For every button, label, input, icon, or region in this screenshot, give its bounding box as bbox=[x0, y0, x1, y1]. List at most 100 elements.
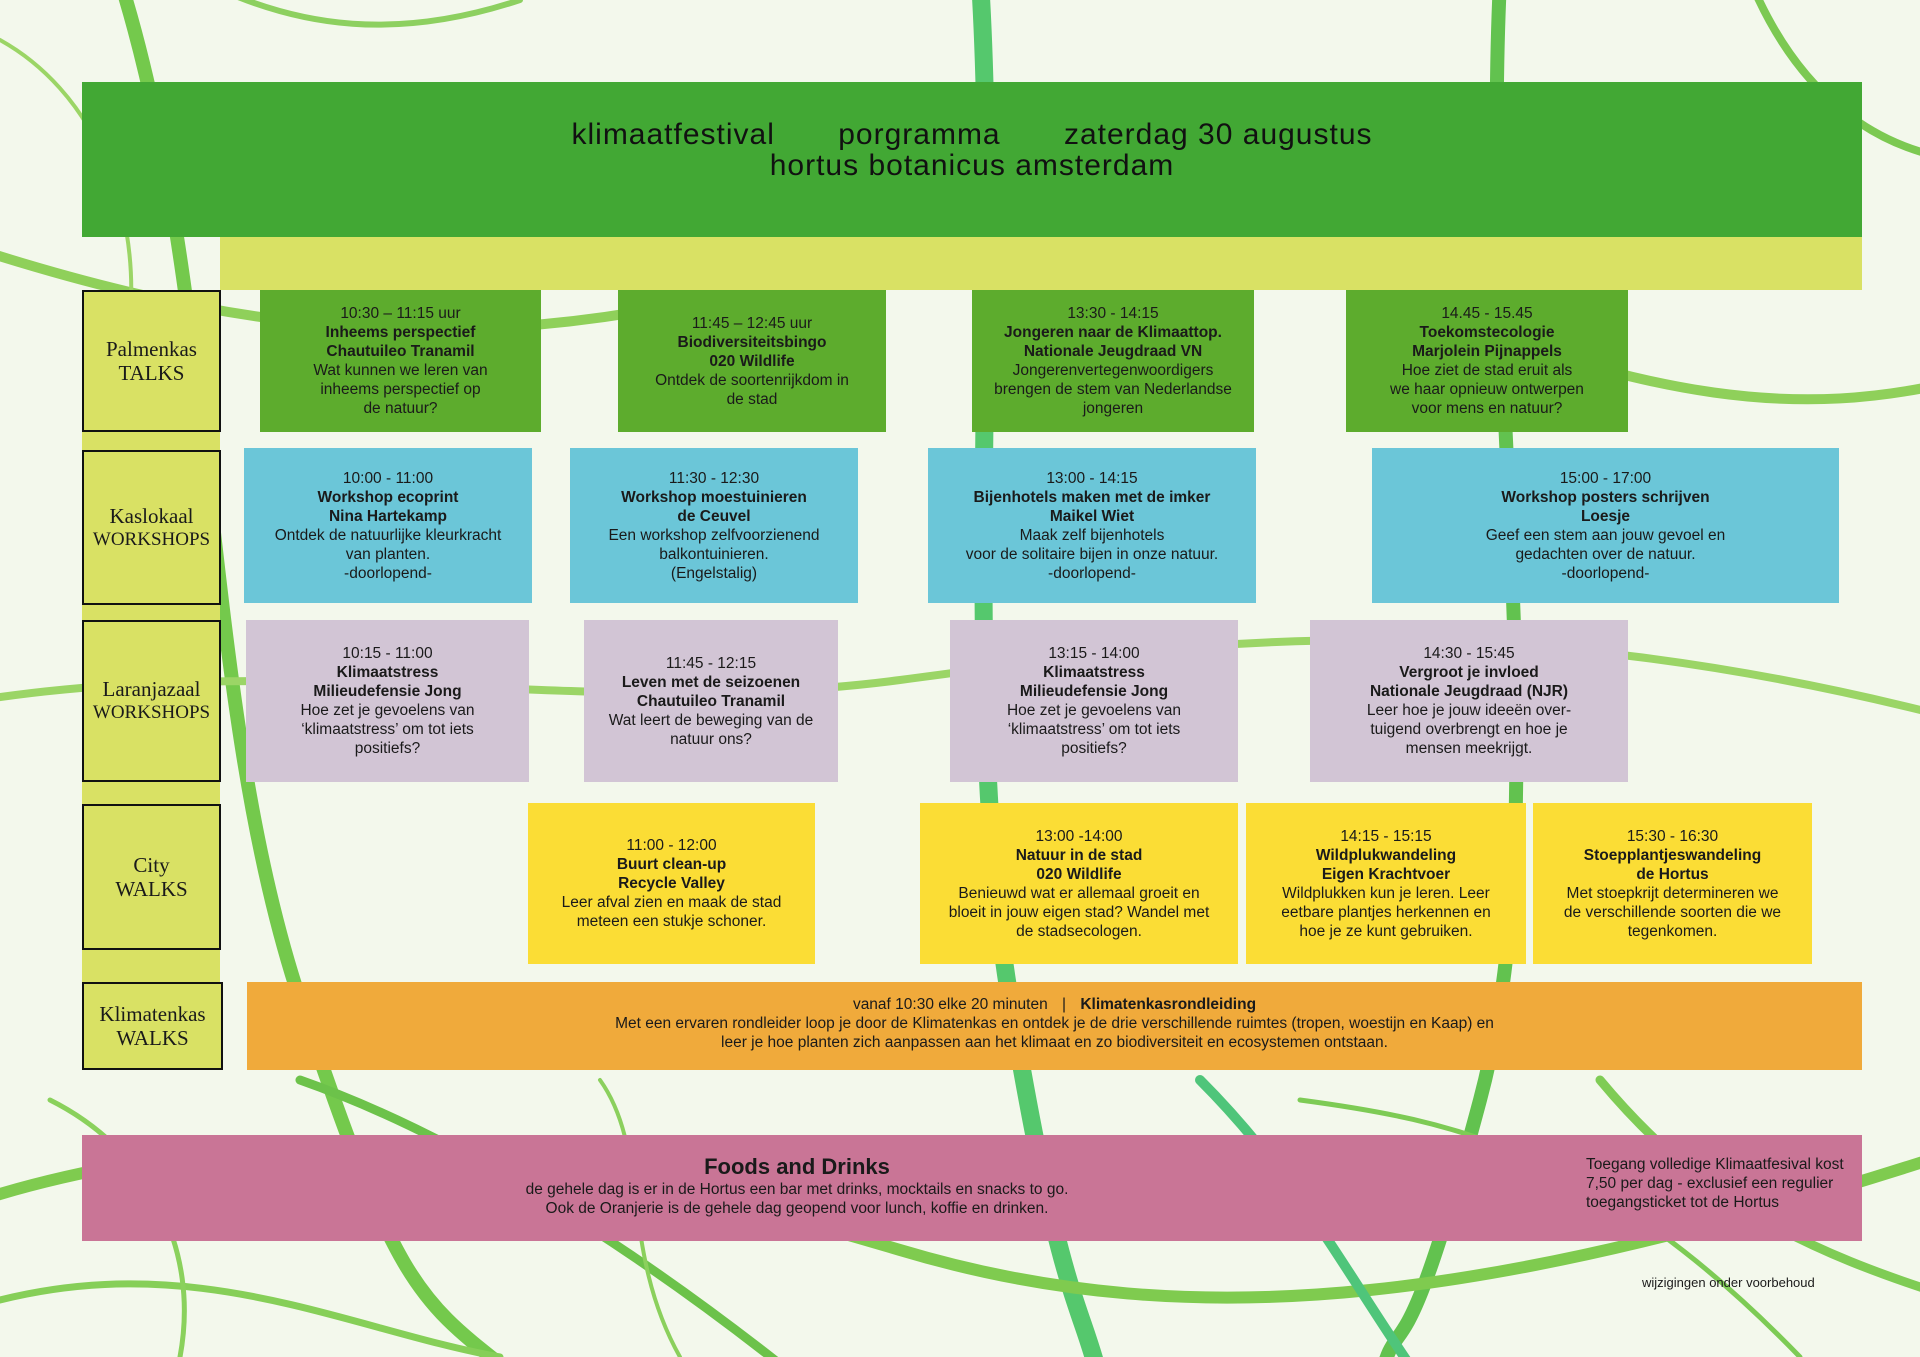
festival-title: klimaatfestival porgramma zaterdag 30 au… bbox=[82, 118, 1862, 152]
session-speaker: Chautuileo Tranamil bbox=[636, 692, 786, 710]
talk-session-card: 14.45 - 15.45 Toekomstecologie Marjolein… bbox=[1346, 290, 1628, 432]
session-time: 11:30 - 12:30 bbox=[668, 469, 760, 487]
header-strip bbox=[220, 237, 1862, 290]
session-time: 13:00 - 14:15 bbox=[1046, 469, 1138, 487]
klimatenkas-tour-bar: vanaf 10:30 elke 20 minuten | Klimatenka… bbox=[247, 982, 1862, 1070]
walk-session-card: 11:00 - 12:00 Buurt clean-up Recycle Val… bbox=[528, 803, 815, 964]
session-desc-line: Leer hoe je jouw ideeën over- bbox=[1366, 702, 1572, 719]
room-name: City bbox=[133, 853, 170, 877]
session-title: Leven met de seizoenen bbox=[621, 673, 801, 691]
session-desc-line: Hoe ziet de stad eruit als bbox=[1401, 362, 1573, 379]
session-title: Toekomstecologie bbox=[1419, 324, 1555, 341]
session-desc-line: Maak zelf bijenhotels bbox=[1019, 526, 1165, 544]
session-time: 11:00 - 12:00 bbox=[626, 837, 717, 854]
room-kaslokaal-workshops: Kaslokaal WORKSHOPS bbox=[82, 450, 221, 605]
session-desc-line: Leer afval zien en maak de stad bbox=[561, 894, 782, 911]
admission-note-line: toegangsticket tot de Hortus bbox=[1586, 1194, 1780, 1211]
session-desc-line: jongeren bbox=[1082, 400, 1144, 417]
tour-when: vanaf 10:30 elke 20 minuten bbox=[852, 996, 1048, 1013]
room-type: WORKSHOPS bbox=[92, 528, 211, 550]
session-desc-line: ‘klimaatstress’ om tot iets bbox=[1007, 721, 1181, 738]
room-type: WORKSHOPS bbox=[92, 702, 211, 723]
session-time: 14:30 - 15:45 bbox=[1423, 645, 1515, 662]
session-speaker: Nationale Jeugdraad VN bbox=[1023, 343, 1203, 360]
room-type: WALKS bbox=[116, 1026, 189, 1050]
session-desc-line: bloeit in jouw eigen stad? Wandel met bbox=[948, 903, 1210, 921]
room-type: WALKS bbox=[115, 877, 188, 901]
session-time: 15:00 - 17:00 bbox=[1559, 469, 1652, 487]
room-palmenkas-talks: Palmenkas TALKS bbox=[82, 290, 221, 432]
session-time: 10:15 - 11:00 bbox=[342, 645, 433, 662]
session-speaker: Milieudefensie Jong bbox=[313, 683, 462, 700]
session-desc-line: de natuur? bbox=[363, 400, 438, 417]
admission-note-line: 7,50 per dag - exclusief een regulier bbox=[1586, 1175, 1834, 1192]
session-speaker: Recycle Valley bbox=[618, 875, 725, 892]
title-date: zaterdag 30 augustus bbox=[1063, 118, 1373, 151]
session-time: 10:30 – 11:15 uur bbox=[340, 305, 461, 322]
session-title: Natuur in de stad bbox=[1015, 846, 1143, 864]
session-desc-line: tegenkomen. bbox=[1627, 922, 1718, 940]
session-desc-line: gedachten over de natuur. bbox=[1515, 545, 1696, 563]
room-name: Laranjazaal bbox=[102, 677, 201, 701]
session-speaker: de Hortus bbox=[1636, 865, 1709, 883]
session-desc-line: ‘klimaatstress’ om tot iets bbox=[301, 721, 474, 738]
session-desc-line: tuigend overbrengt en hoe je bbox=[1370, 721, 1568, 738]
session-desc-line: de stad bbox=[726, 390, 778, 408]
header-banner: klimaatfestival porgramma zaterdag 30 au… bbox=[82, 82, 1862, 237]
session-desc-line: inheems perspectief op bbox=[320, 381, 481, 398]
session-title: Klimaatstress bbox=[1043, 664, 1145, 681]
session-desc-line: positiefs? bbox=[1061, 740, 1127, 757]
workshop-session-card: 13:15 - 14:00 Klimaatstress Milieudefens… bbox=[950, 620, 1238, 782]
session-speaker: 020 Wildlife bbox=[1036, 865, 1122, 883]
tour-heading: vanaf 10:30 elke 20 minuten | Klimatenka… bbox=[247, 995, 1862, 1014]
session-desc-line: Wat leert de beweging van de bbox=[608, 711, 814, 729]
session-desc-line: eetbare plantjes herkennen en bbox=[1281, 903, 1491, 921]
room-name: Kaslokaal bbox=[109, 503, 194, 528]
session-title: Jongeren naar de Klimaattop. bbox=[1004, 324, 1222, 341]
food-drinks-bar: Foods and Drinks de gehele dag is er in … bbox=[82, 1135, 1862, 1241]
food-title: Foods and Drinks bbox=[704, 1154, 890, 1179]
session-speaker: Eigen Krachtvoer bbox=[1321, 865, 1451, 883]
venue-subtitle: hortus botanicus amsterdam bbox=[769, 149, 1175, 182]
session-desc-line: de verschillende soorten die we bbox=[1563, 903, 1782, 921]
talk-session-card: 13:30 - 14:15 Jongeren naar de Klimaatto… bbox=[972, 290, 1254, 432]
talk-session-card: 10:30 – 11:15 uur Inheems perspectief Ch… bbox=[260, 290, 541, 432]
walk-session-card: 14:15 - 15:15 Wildplukwandeling Eigen Kr… bbox=[1246, 803, 1526, 964]
session-time: 11:45 – 12:45 uur bbox=[691, 314, 813, 332]
session-desc-line: Wat kunnen we leren van bbox=[313, 362, 488, 379]
session-desc-line: Hoe zet je gevoelens van bbox=[300, 702, 475, 719]
session-speaker: Marjolein Pijnappels bbox=[1412, 343, 1562, 360]
session-desc-line: Een workshop zelfvoorzienend bbox=[608, 526, 820, 544]
session-desc-line: Met stoepkrijt determineren we bbox=[1566, 884, 1779, 902]
workshop-session-card: 11:45 - 12:15 Leven met de seizoenen Cha… bbox=[584, 620, 838, 782]
workshop-session-card: 15:00 - 17:00 Workshop posters schrijven… bbox=[1372, 448, 1839, 603]
session-desc-line: Ontdek de soortenrijkdom in bbox=[655, 371, 849, 389]
session-time: 13:30 - 14:15 bbox=[1067, 305, 1159, 322]
session-title: Buurt clean-up bbox=[616, 856, 727, 873]
food-desc-line: de gehele dag is er in de Hortus een bar… bbox=[525, 1181, 1069, 1198]
session-desc-line: natuur ons? bbox=[670, 730, 752, 748]
session-time: 11:45 - 12:15 bbox=[665, 654, 757, 672]
session-desc-line: we haar opnieuw ontwerpen bbox=[1390, 381, 1584, 398]
session-speaker: Nationale Jeugdraad (NJR) bbox=[1369, 683, 1569, 700]
session-title: Biodiversiteitsbingo bbox=[677, 333, 827, 351]
session-desc-line: positiefs? bbox=[354, 740, 421, 757]
session-desc-line: Benieuwd wat er allemaal groeit en bbox=[958, 884, 1200, 902]
food-info: Foods and Drinks de gehele dag is er in … bbox=[82, 1154, 1512, 1218]
session-speaker: Milieudefensie Jong bbox=[1019, 683, 1169, 700]
session-desc-line: balkontuinieren. bbox=[659, 545, 769, 563]
session-speaker: Loesje bbox=[1580, 507, 1631, 525]
session-desc-line: mensen meekrijgt. bbox=[1405, 740, 1533, 757]
room-name: Palmenkas bbox=[106, 337, 197, 361]
food-desc-line: Ook de Oranjerie is de gehele dag geopen… bbox=[545, 1200, 1049, 1217]
session-desc-line: voor mens en natuur? bbox=[1411, 400, 1563, 417]
admission-note: Toegang volledige Klimaatfesival kost 7,… bbox=[1586, 1155, 1866, 1212]
room-city-walks: City WALKS bbox=[82, 804, 221, 950]
session-time: 14.45 - 15.45 bbox=[1441, 305, 1533, 322]
session-title: Workshop posters schrijven bbox=[1501, 488, 1710, 506]
title-festival: klimaatfestival bbox=[571, 118, 775, 151]
tour-desc-line: Met een ervaren rondleider loop je door … bbox=[615, 1015, 1494, 1032]
session-speaker: Chautuileo Tranamil bbox=[326, 343, 475, 360]
workshop-session-card: 13:00 - 14:15 Bijenhotels maken met de i… bbox=[928, 448, 1256, 603]
session-time: 13:15 - 14:00 bbox=[1048, 645, 1140, 662]
